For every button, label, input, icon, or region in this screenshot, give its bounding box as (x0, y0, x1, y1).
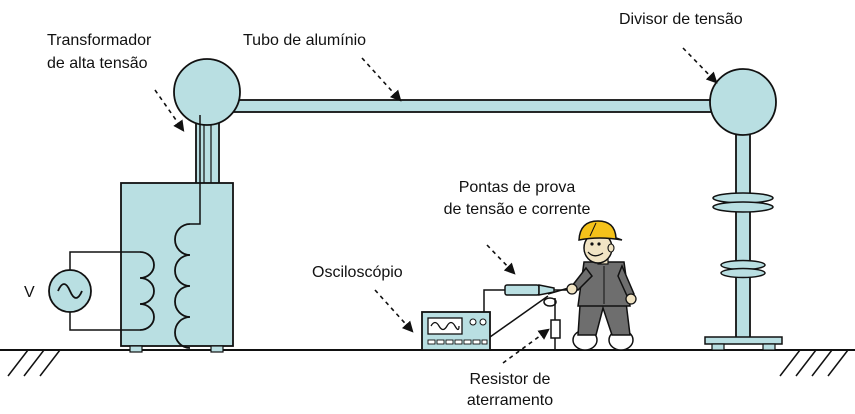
label-resistor-line2: aterramento (466, 392, 554, 409)
label-source-voltage: V (24, 284, 35, 301)
worker (566, 220, 637, 351)
transformer-electrode (173, 58, 241, 126)
voltage-divider (704, 68, 783, 351)
label-transformer-line2: de alta tensão (47, 55, 148, 72)
helmet-icon (578, 220, 623, 241)
primary-winding (139, 251, 155, 331)
ground-hatch-right-icon (779, 349, 849, 377)
voltage-probe (504, 284, 568, 296)
label-probes-line1: Pontas de prova (458, 179, 576, 196)
divider-electrode (709, 68, 777, 136)
label-probes-line2: de tensão e corrente (443, 201, 591, 218)
transformer (120, 58, 241, 353)
secondary-winding (174, 223, 191, 349)
arrow-resistor (502, 328, 550, 364)
label-divider: Divisor de tensão (619, 11, 743, 28)
label-resistor-line1: Resistor de (469, 371, 551, 388)
ground-hatch-left-icon (7, 349, 61, 377)
ground-floor (0, 349, 855, 377)
arrow-divider (682, 47, 718, 84)
sine-wave-icon (427, 317, 463, 335)
current-probe (543, 297, 557, 307)
ac-voltage-source-icon (48, 251, 140, 331)
arrow-tube (361, 57, 402, 102)
arrow-transformer (154, 89, 185, 132)
arrow-oscilloscope (374, 289, 414, 333)
grounding-resistor (550, 298, 561, 350)
label-tube: Tubo de alumínio (243, 32, 367, 49)
pointer-arrows (154, 47, 718, 364)
label-transformer-line1: Transformador (47, 32, 152, 49)
oscilloscope (421, 311, 491, 351)
arrow-probes (486, 244, 516, 275)
label-oscilloscope: Osciloscópio (312, 264, 403, 281)
aluminium-tube (229, 99, 721, 113)
